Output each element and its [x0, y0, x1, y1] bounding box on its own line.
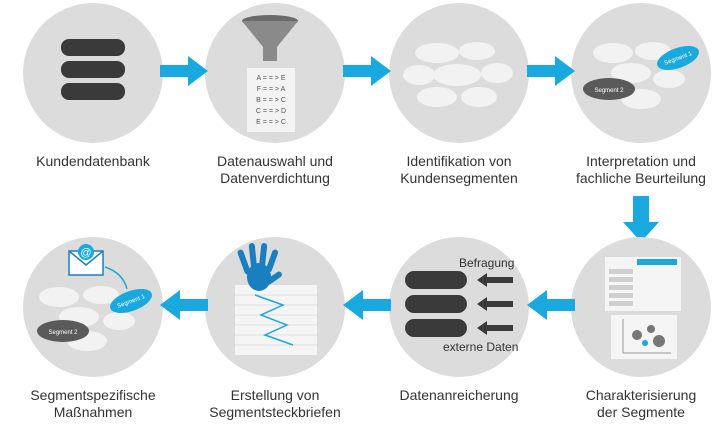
enrichment-top-label: Befragung	[459, 256, 515, 270]
svg-text:@: @	[80, 247, 91, 259]
step-6-label: Datenanreicherung	[399, 387, 519, 403]
step-6-circle	[389, 237, 529, 377]
step-5-circle	[571, 237, 711, 377]
arrow-left-icon	[343, 290, 391, 320]
arrow-right-icon	[160, 56, 208, 86]
funnel-mapping-4: C = = > D	[256, 108, 286, 115]
step-4-circle: Segment 1 Segment 2	[571, 3, 711, 143]
arrow-down-icon	[623, 196, 659, 242]
step-7-circle	[205, 237, 345, 377]
arrow-left-icon	[160, 290, 208, 320]
report-icon	[605, 257, 681, 359]
email-segment-icon: @ Segment 1 Segment 2	[37, 244, 152, 351]
funnel-icon: A = = > E F = = > A B = = > C C = = > D …	[242, 15, 298, 132]
funnel-mapping-2: F = = > A	[257, 86, 286, 93]
database-icon	[61, 39, 125, 100]
funnel-mapping-1: A = = > E	[257, 75, 286, 82]
hand-chart-icon	[235, 243, 317, 355]
arrow-left-icon	[527, 290, 575, 320]
step-1-circle	[23, 3, 163, 143]
arrow-right-icon	[527, 56, 575, 86]
step-8-circle: @ Segment 1 Segment 2	[23, 237, 163, 377]
database-enrich-icon	[405, 271, 513, 337]
funnel-mapping-5: E = = > C	[256, 119, 286, 126]
step-3-circle	[389, 3, 529, 143]
funnel-mapping-3: B = = > C	[256, 97, 286, 104]
ellipse-cluster-icon	[403, 42, 513, 107]
segment-2-label: Segment 2	[48, 330, 78, 336]
step-1-label: Kundendatenbank	[36, 153, 150, 169]
step-2-circle: A = = > E F = = > A B = = > C C = = > D …	[205, 3, 345, 143]
segment-cluster-icon: Segment 1 Segment 2	[583, 42, 699, 109]
arrow-right-icon	[343, 56, 391, 86]
enrichment-bottom-label: externe Daten	[443, 340, 519, 354]
segment-2-label: Segment 2	[594, 88, 624, 94]
email-icon: @	[68, 244, 104, 276]
